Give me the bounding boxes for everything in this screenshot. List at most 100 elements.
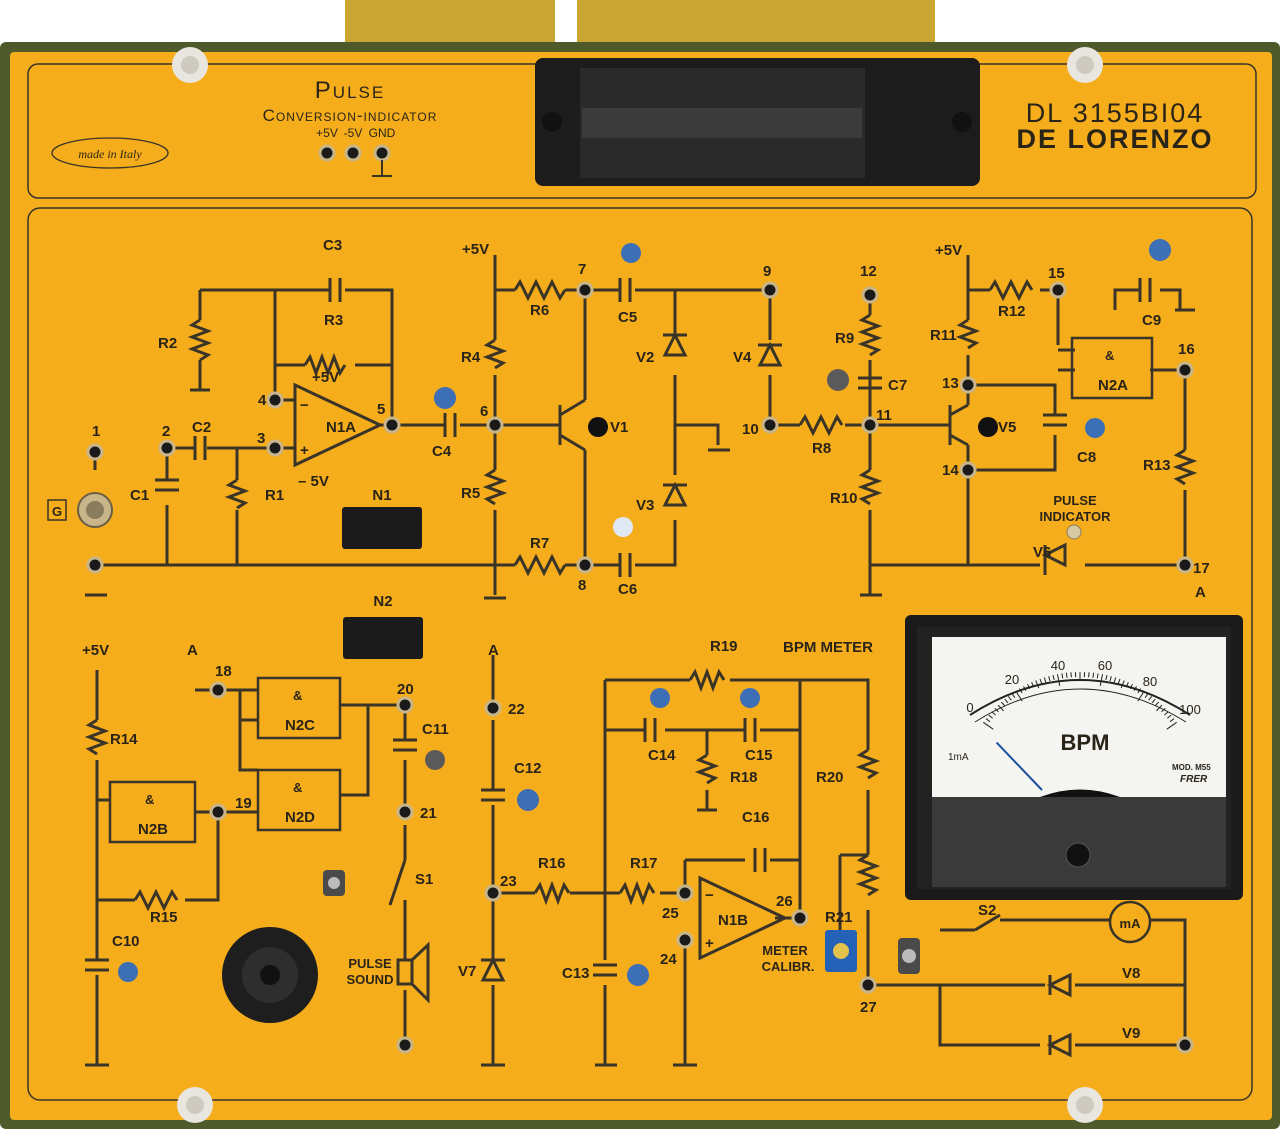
meter-scale-0: 0 bbox=[966, 700, 973, 715]
r13-label: R13 bbox=[1143, 457, 1171, 474]
c15-label: C15 bbox=[745, 747, 773, 764]
test-jack[interactable] bbox=[791, 909, 809, 927]
c12-label: C12 bbox=[514, 760, 542, 777]
gate-n2a: & N2A bbox=[1070, 336, 1154, 400]
test-jack[interactable] bbox=[859, 976, 877, 994]
test-jack[interactable] bbox=[761, 416, 779, 434]
test-jack[interactable] bbox=[484, 884, 502, 902]
test-jack[interactable] bbox=[861, 286, 879, 304]
node-20: 20 bbox=[397, 681, 414, 698]
c2-label: C2 bbox=[192, 419, 211, 436]
meter-calibr-label-2: CALIBR. bbox=[762, 959, 815, 974]
toggle-switch-s2-physical[interactable] bbox=[898, 938, 920, 974]
transistor-v5 bbox=[948, 403, 998, 447]
node-27: 27 bbox=[860, 999, 877, 1016]
pulse-sound-label-2: SOUND bbox=[347, 972, 394, 987]
svg-text:−: − bbox=[300, 397, 309, 414]
test-jack[interactable] bbox=[959, 461, 977, 479]
r17-label: R17 bbox=[630, 855, 658, 872]
trimmer-r21[interactable] bbox=[825, 930, 857, 972]
test-jack[interactable] bbox=[158, 439, 176, 457]
n1a-label: N1A bbox=[326, 419, 356, 436]
model-number: DL 3155BI04 bbox=[1026, 98, 1205, 128]
ic-n2: N2 bbox=[343, 593, 423, 659]
test-jack[interactable] bbox=[1176, 556, 1194, 574]
test-jack[interactable] bbox=[209, 681, 227, 699]
meter-zero-adjust[interactable] bbox=[1065, 842, 1091, 868]
svg-text:&: & bbox=[293, 688, 302, 703]
test-jack[interactable] bbox=[396, 696, 414, 714]
test-jack[interactable] bbox=[1176, 361, 1194, 379]
meter-tick bbox=[1023, 686, 1027, 692]
meter-tick bbox=[1125, 682, 1129, 688]
rail-a-label-3: A bbox=[488, 642, 499, 659]
node-9: 9 bbox=[763, 263, 771, 280]
r21-label: R21 bbox=[825, 909, 853, 926]
meter-tick bbox=[1039, 678, 1043, 684]
c4-label: C4 bbox=[432, 443, 452, 460]
meter-tick bbox=[1099, 674, 1104, 687]
test-jack[interactable] bbox=[1176, 1036, 1194, 1054]
c6-label: C6 bbox=[618, 581, 637, 598]
toggle-switch-s1-physical[interactable] bbox=[323, 870, 345, 896]
meter-tick bbox=[1113, 677, 1117, 683]
v1-label: V1 bbox=[610, 419, 628, 436]
svg-text:+: + bbox=[705, 935, 714, 952]
supply-gnd-jack[interactable] bbox=[373, 144, 391, 162]
component-labels: R1 R2 R3 R4 R5 R6 R7 R8 R9 R10 R11 R12 R… bbox=[82, 237, 1206, 1042]
svg-text:&: & bbox=[145, 792, 154, 807]
supply-minus5v-jack[interactable] bbox=[344, 144, 362, 162]
node-1: 1 bbox=[92, 423, 100, 440]
pulse-indicator-label-2: INDICATOR bbox=[1039, 509, 1111, 524]
test-jack[interactable] bbox=[1049, 281, 1067, 299]
n2c-label: N2C bbox=[285, 717, 315, 734]
test-jack[interactable] bbox=[383, 416, 401, 434]
board-subtitle: Conversion-indicator bbox=[263, 106, 438, 125]
test-jack[interactable] bbox=[86, 556, 104, 574]
r9-label: R9 bbox=[835, 330, 854, 347]
test-jack[interactable] bbox=[86, 443, 104, 461]
diode-symbols bbox=[480, 331, 1072, 1058]
r15-label: R15 bbox=[150, 909, 178, 926]
meter-tick bbox=[983, 721, 994, 730]
n1b-label: N1B bbox=[718, 912, 748, 929]
s2-label: S2 bbox=[978, 902, 996, 919]
test-jack[interactable] bbox=[761, 281, 779, 299]
test-jack[interactable] bbox=[266, 391, 284, 409]
generator-box bbox=[47, 499, 67, 521]
test-jack[interactable] bbox=[676, 884, 694, 902]
meter-needle bbox=[995, 741, 1043, 791]
c5-label: C5 bbox=[618, 309, 637, 326]
transistor-v1 bbox=[558, 398, 608, 452]
test-jack[interactable] bbox=[396, 803, 414, 821]
test-jack[interactable] bbox=[861, 416, 879, 434]
bnc-connector[interactable]: G bbox=[47, 492, 113, 528]
node-18: 18 bbox=[215, 663, 232, 680]
meter-tick bbox=[1048, 676, 1051, 682]
ma-label: mA bbox=[1120, 916, 1142, 931]
opamp-n1a: N1A −+ bbox=[293, 382, 384, 468]
r19-label: R19 bbox=[710, 638, 738, 655]
r14-label: R14 bbox=[110, 731, 138, 748]
test-jack[interactable] bbox=[486, 416, 504, 434]
test-jack[interactable] bbox=[576, 556, 594, 574]
board-face bbox=[10, 52, 1272, 1120]
test-jack[interactable] bbox=[959, 376, 977, 394]
c7-label: C7 bbox=[888, 377, 907, 394]
c16-label: C16 bbox=[742, 809, 770, 826]
test-jack[interactable] bbox=[209, 803, 227, 821]
c14-label: C14 bbox=[648, 747, 676, 764]
test-jack[interactable] bbox=[676, 931, 694, 949]
supply-plus5v-jack[interactable] bbox=[318, 144, 336, 162]
test-jack[interactable] bbox=[484, 699, 502, 717]
meter-tick bbox=[1120, 680, 1125, 689]
r1-label: R1 bbox=[265, 487, 284, 504]
r7-label: R7 bbox=[530, 535, 549, 552]
node-15: 15 bbox=[1048, 265, 1065, 282]
test-jack[interactable] bbox=[396, 1036, 414, 1054]
supply-jacks: +5V -5V GND bbox=[316, 126, 396, 177]
test-jack[interactable] bbox=[266, 439, 284, 457]
meter-tick bbox=[1137, 688, 1141, 694]
test-jack[interactable] bbox=[576, 281, 594, 299]
n2a-label: N2A bbox=[1098, 377, 1128, 394]
